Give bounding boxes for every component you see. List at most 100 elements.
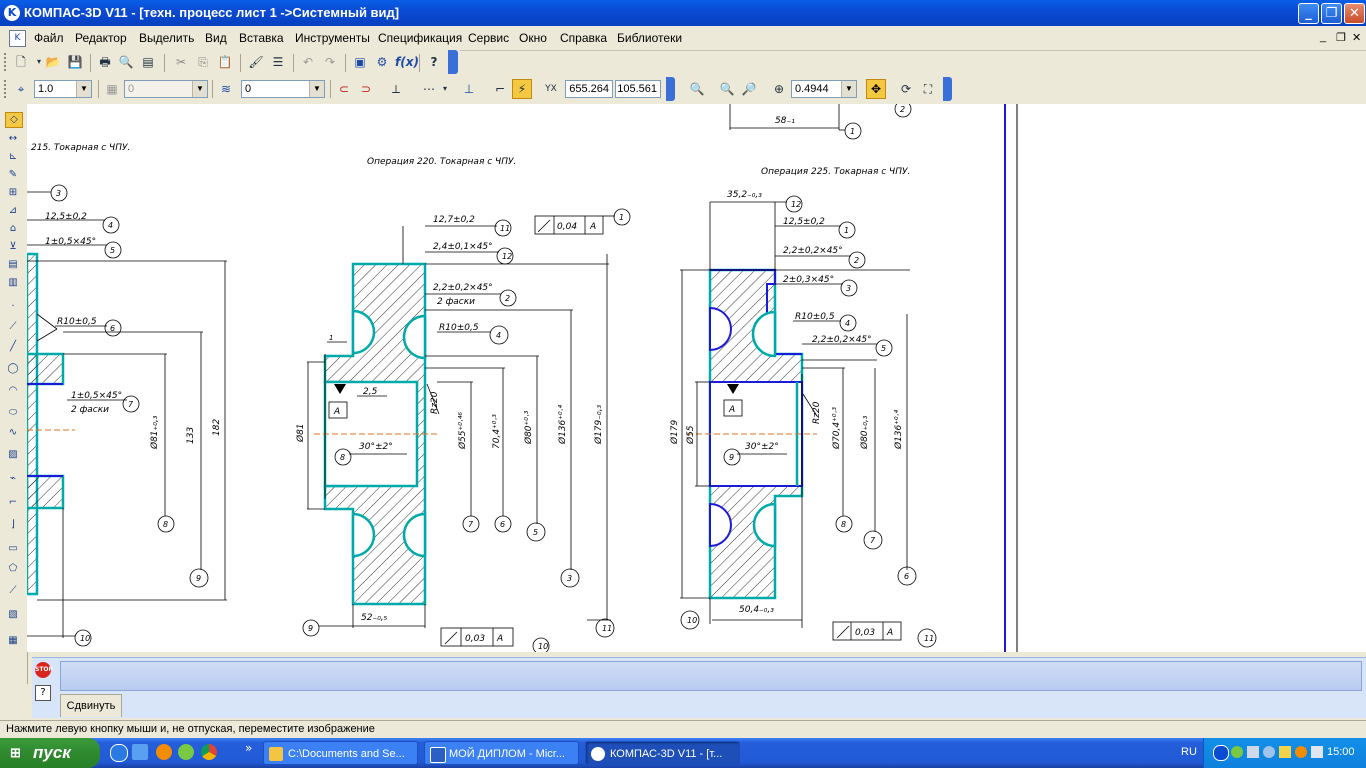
polyline-icon[interactable]: ⌁: [9, 473, 17, 484]
help-pointer-icon[interactable]: ?: [430, 55, 438, 69]
copy-icon[interactable]: ⎘: [198, 55, 208, 69]
avast-icon[interactable]: [156, 744, 172, 760]
variables-icon[interactable]: ⚙: [376, 55, 388, 69]
ortho-icon[interactable]: ⟂: [391, 82, 400, 96]
new-dropdown-icon[interactable]: ▾: [36, 57, 41, 66]
task-word[interactable]: МОЙ ДИПЛОМ - Micr...: [424, 741, 579, 765]
menu-specification[interactable]: Спецификация: [378, 31, 463, 45]
preview-icon[interactable]: 🔍: [118, 55, 134, 69]
drawing-svg[interactable]: 58₋₁ 12 215. Токарная с ЧПУ. Операция 22…: [27, 104, 1366, 652]
paste-icon[interactable]: 📋: [217, 55, 233, 69]
chamfer-icon[interactable]: ⟋: [9, 585, 17, 596]
document-icon[interactable]: K: [9, 30, 26, 47]
volume-icon[interactable]: [1311, 746, 1323, 758]
coord-x-field[interactable]: 655.264: [565, 80, 613, 98]
auxiliary-line-icon[interactable]: ⟋: [9, 321, 17, 332]
menu-tools[interactable]: Инструменты: [295, 31, 370, 45]
toolbar-grip[interactable]: [4, 80, 9, 98]
chevron-down-icon[interactable]: ▾: [442, 84, 447, 93]
ie-icon[interactable]: [110, 744, 128, 762]
rectangle-icon[interactable]: ▭: [8, 543, 18, 554]
tab-shift[interactable]: Сдвинуть: [60, 694, 122, 717]
layer-combo[interactable]: 0▼: [241, 80, 325, 98]
layers-icon[interactable]: ≋: [220, 82, 232, 96]
new-icon[interactable]: 🗋: [16, 55, 26, 69]
editing-icon[interactable]: ✎: [8, 169, 18, 180]
chevron-down-icon[interactable]: ▼: [309, 81, 324, 97]
bezier-icon[interactable]: ∿: [8, 427, 18, 438]
search-icon[interactable]: [1263, 746, 1275, 758]
ellipse-icon[interactable]: ⬭: [8, 407, 18, 418]
equidistant-icon[interactable]: ⌋: [11, 519, 15, 530]
pan-icon[interactable]: ✥: [866, 79, 886, 99]
circle-icon[interactable]: ◯: [7, 363, 19, 374]
chrome-icon[interactable]: [201, 744, 217, 760]
segment-icon[interactable]: ╱: [9, 341, 17, 352]
chevron-down-icon[interactable]: ▼: [192, 81, 207, 97]
toolbar-grip[interactable]: [4, 53, 9, 71]
help-icon[interactable]: ?: [35, 685, 51, 701]
undo-icon[interactable]: ↶: [302, 55, 314, 69]
toolbar-end[interactable]: [943, 77, 952, 101]
menu-window[interactable]: Окно: [519, 31, 547, 45]
list-icon[interactable]: ☰: [272, 55, 284, 69]
toolbar-end[interactable]: [666, 77, 675, 101]
quicklaunch-overflow[interactable]: »: [245, 741, 253, 755]
network-icon[interactable]: [1247, 746, 1259, 758]
state-combo[interactable]: 0▼: [124, 80, 208, 98]
clock[interactable]: 15:00: [1327, 746, 1355, 758]
associative-views-icon[interactable]: ⊻: [9, 241, 17, 252]
open-icon[interactable]: 📂: [45, 55, 61, 69]
fillet-icon[interactable]: ▧: [8, 609, 18, 620]
tray-flower-icon[interactable]: [1231, 746, 1243, 758]
close-button[interactable]: ✕: [1344, 3, 1365, 24]
coord-y-field[interactable]: 105.561: [615, 80, 661, 98]
chevron-down-icon[interactable]: ▼: [76, 81, 91, 97]
geometry-icon[interactable]: ◇: [5, 112, 23, 128]
tray-avast-icon[interactable]: [1295, 746, 1307, 758]
function-icon[interactable]: f(x): [395, 55, 419, 69]
selection-icon[interactable]: ⌂: [9, 223, 17, 234]
menu-select[interactable]: Выделить: [139, 31, 195, 45]
warning-icon[interactable]: [1279, 746, 1291, 758]
zoom-out-icon[interactable]: 🔎: [741, 82, 757, 96]
ortho-mode-icon[interactable]: ⌐: [494, 82, 506, 96]
doc-restore-icon[interactable]: ❐: [1336, 32, 1346, 44]
menu-service[interactable]: Сервис: [468, 31, 510, 45]
polygon-icon[interactable]: ⬠: [8, 563, 18, 574]
snap-icon[interactable]: ⌖: [17, 82, 25, 96]
round-off-icon[interactable]: ⚡: [512, 79, 532, 99]
collection-icon[interactable]: ▦: [8, 635, 18, 646]
parametrization-icon[interactable]: ⊞: [8, 187, 18, 198]
cut-icon[interactable]: ✂: [175, 55, 187, 69]
task-kompas[interactable]: КОМПАС-3D V11 - [т...: [585, 741, 740, 765]
explorer-icon[interactable]: [132, 744, 148, 760]
print-icon[interactable]: 🖶: [99, 55, 111, 69]
snap-settings-icon[interactable]: ⊃: [360, 82, 372, 96]
designations-icon[interactable]: ⊾: [8, 151, 18, 162]
restore-button[interactable]: ❐: [1321, 3, 1342, 24]
hatch-icon[interactable]: ▨: [8, 449, 18, 460]
line-scale-combo[interactable]: 1.0▼: [34, 80, 92, 98]
minimize-button[interactable]: _: [1298, 3, 1319, 24]
flower-icon[interactable]: [178, 744, 194, 760]
doc-minimize-icon[interactable]: _: [1320, 31, 1327, 43]
magnet-icon[interactable]: ⊂: [338, 82, 350, 96]
spec-icon[interactable]: ▤: [8, 259, 18, 270]
start-button[interactable]: ⊞ пуск: [0, 738, 100, 768]
local-cs-icon[interactable]: ⊥: [463, 82, 475, 96]
save-icon[interactable]: 💾: [67, 55, 83, 69]
redo-icon[interactable]: ↷: [324, 55, 336, 69]
tray-collapse-icon[interactable]: [1213, 745, 1229, 761]
properties-icon[interactable]: ▤: [142, 55, 154, 69]
point-icon[interactable]: ·: [11, 301, 15, 312]
zoom-scale-icon[interactable]: ⊕: [773, 82, 785, 96]
format-brush-icon[interactable]: 🖌: [248, 55, 264, 69]
grid-icon[interactable]: ⋯: [423, 82, 435, 96]
toolbar-end[interactable]: [448, 50, 458, 74]
menu-libraries[interactable]: Библиотеки: [617, 31, 683, 45]
refresh-icon[interactable]: ⟳: [900, 82, 912, 96]
zoom-in-icon[interactable]: 🔍: [719, 82, 735, 96]
menu-editor[interactable]: Редактор: [75, 31, 127, 45]
menu-help[interactable]: Справка: [560, 31, 608, 45]
